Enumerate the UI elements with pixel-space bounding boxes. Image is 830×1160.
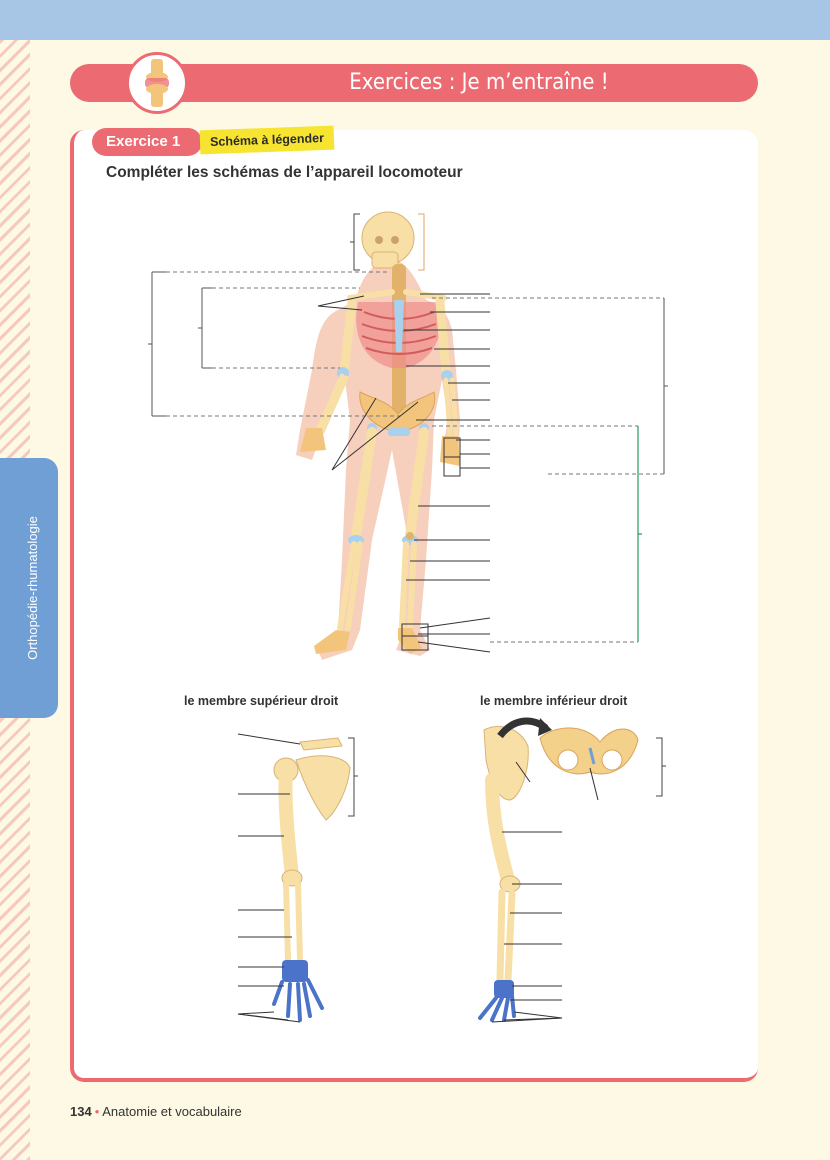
fingers (272, 978, 324, 1022)
page-title: Exercices : Je m’entraîne ! (349, 70, 609, 95)
hand-left (300, 428, 326, 452)
sternum (394, 300, 404, 352)
clavicle (299, 737, 343, 751)
exercise-instruction: Compléter les schémas de l’appareil loco… (106, 164, 463, 181)
footer-section: Anatomie et vocabulaire (102, 1104, 242, 1119)
humerus-left (339, 297, 357, 377)
humerus (278, 765, 299, 883)
femur-right (405, 427, 429, 541)
jaw (371, 251, 399, 269)
top-color-bar (0, 0, 830, 40)
upper-limb-label-lines (237, 733, 301, 1023)
hand-right (440, 436, 460, 466)
bullet-icon: • (94, 1104, 100, 1119)
foot-left (314, 630, 350, 654)
page-number: 134 (70, 1104, 92, 1119)
carpals (282, 960, 308, 982)
femur (485, 773, 515, 887)
scapula (295, 755, 351, 821)
chapter-side-tab: Orthopédie-rhumatologie (0, 458, 58, 718)
forearm (283, 881, 303, 963)
upper-limb-caption: le membre supérieur droit (184, 694, 339, 708)
tibia-fibula (496, 888, 516, 984)
foot-right (398, 628, 422, 654)
page-footer: 134•Anatomie et vocabulaire (70, 1104, 242, 1119)
clavicles (347, 289, 447, 301)
lower-limb-caption: le membre inférieur droit (480, 694, 628, 708)
upper-limb-figure (237, 733, 358, 1023)
knee-joint-icon (126, 52, 188, 114)
full-skeleton-figure (148, 211, 668, 660)
toes (478, 994, 516, 1022)
lower-limb-figure (478, 717, 666, 1023)
tarsals (494, 980, 514, 998)
lower-limb-label-lines (491, 761, 599, 1023)
exercise-badge: Exercice 1 (92, 128, 202, 156)
femur-left (351, 427, 377, 541)
pelvis-detail (539, 727, 639, 775)
humerus-right (435, 297, 451, 377)
pelvis (359, 391, 436, 433)
